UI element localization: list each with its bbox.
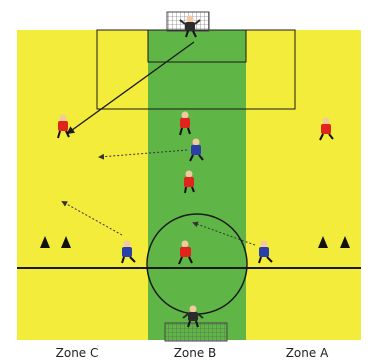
- zone-c-area: [17, 30, 148, 340]
- zone-a-label: Zone A: [262, 344, 352, 362]
- zone-a-area: [246, 30, 361, 340]
- zone-b-label: Zone B: [150, 344, 240, 362]
- bottom-goal-net: [165, 323, 227, 341]
- zone-b-area: [148, 30, 246, 340]
- zone-c-label: Zone C: [32, 344, 122, 362]
